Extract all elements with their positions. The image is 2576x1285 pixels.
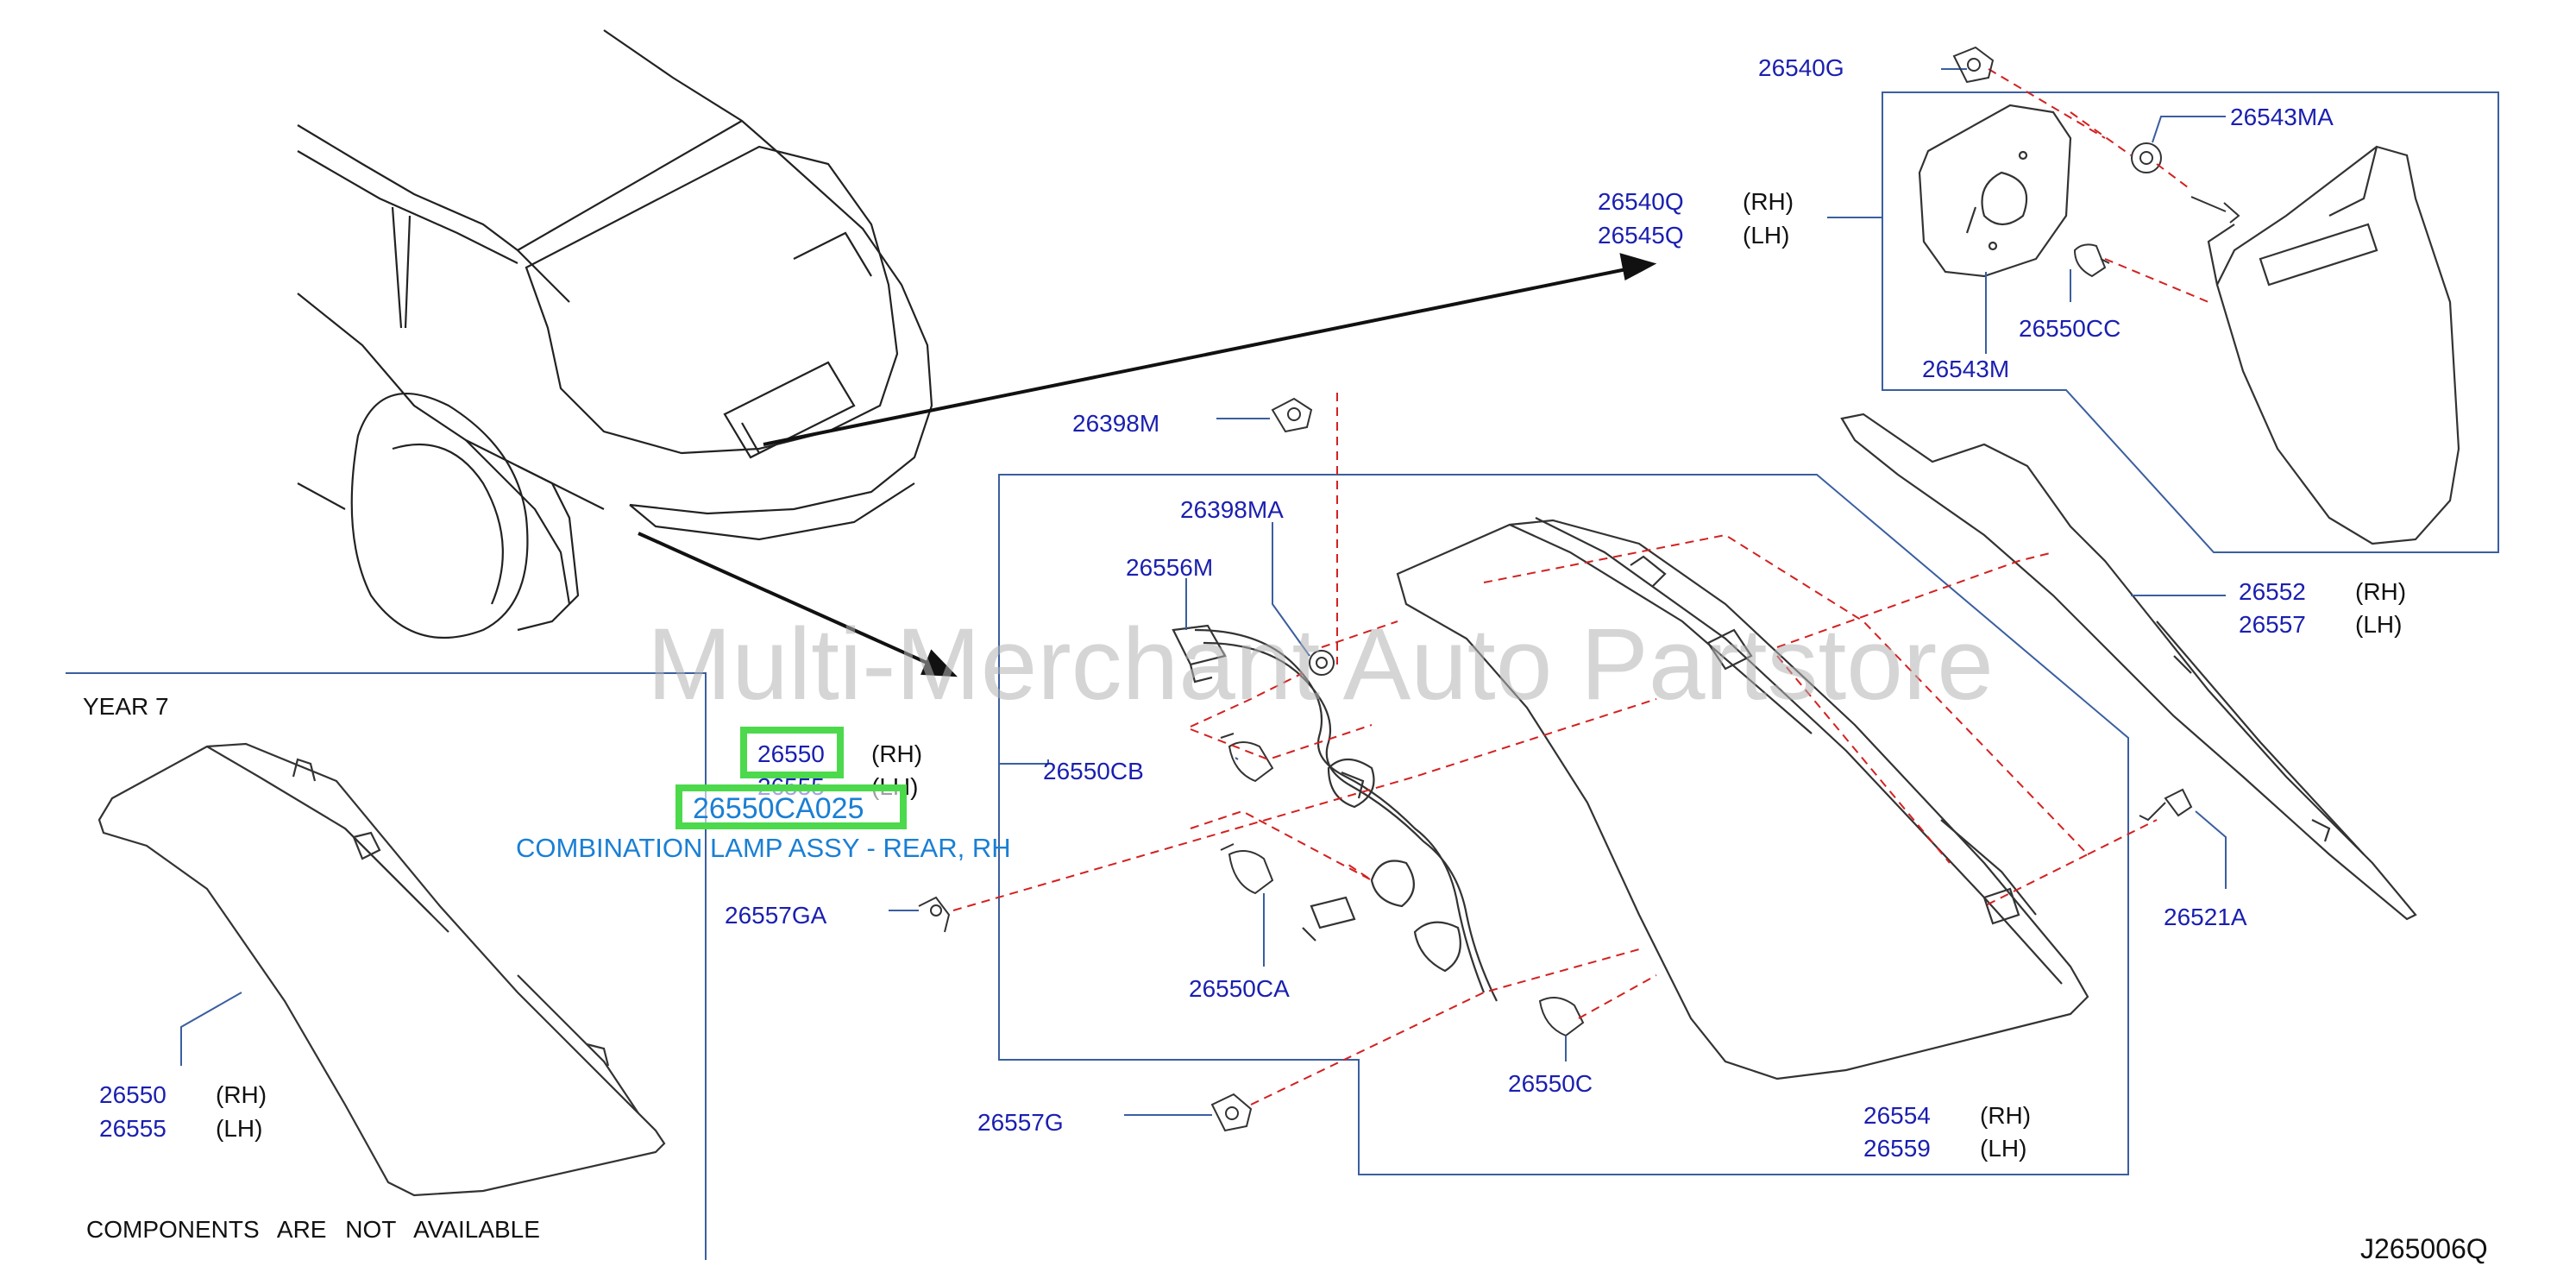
part-label-26540q[interactable]: 26540Q xyxy=(1598,188,1684,215)
part-label-26554[interactable]: 26554 xyxy=(1863,1102,1931,1129)
part-label-26550c[interactable]: 26550C xyxy=(1508,1070,1593,1097)
inset-detail-box xyxy=(1827,46,2499,553)
lh-label: (LH) xyxy=(2355,611,2402,638)
part-label-26521a[interactable]: 26521A xyxy=(2164,904,2247,930)
part-labels: 26540G 26543MA 26540Q (RH) 26545Q (LH) 2… xyxy=(725,54,2406,1162)
part-label-26398ma[interactable]: 26398MA xyxy=(1180,496,1284,523)
main-exploded-view xyxy=(889,393,2417,1175)
lh-label: (LH) xyxy=(216,1115,262,1142)
part-label-26552[interactable]: 26552 xyxy=(2239,578,2306,605)
part-label-26556m[interactable]: 26556M xyxy=(1126,554,1213,581)
components-note: COMPONENTS ARE NOT AVAILABLE xyxy=(86,1216,540,1243)
part-label-26540g[interactable]: 26540G xyxy=(1758,54,1844,81)
part-label-26557g[interactable]: 26557G xyxy=(977,1109,1064,1136)
part-number[interactable]: 26550CA025 xyxy=(693,792,864,825)
part-label-26550-left[interactable]: 26550 xyxy=(99,1081,166,1108)
part-number-highlight-box xyxy=(675,784,907,829)
diagram-code: J265006Q xyxy=(2360,1233,2488,1264)
part-label-26550cc[interactable]: 26550CC xyxy=(2019,315,2120,342)
rh-label: (RH) xyxy=(216,1081,267,1108)
part-label-26557[interactable]: 26557 xyxy=(2239,611,2306,638)
part-label-26543m[interactable]: 26543M xyxy=(1922,356,2009,382)
part-label-26545q[interactable]: 26545Q xyxy=(1598,222,1684,249)
watermark: Multi-Merchant Auto Partstore xyxy=(647,608,1994,721)
highlighted-part: 26550 (RH) 26555 (LH) 26550CA025 COMBINA… xyxy=(516,727,1011,863)
lh-label: (LH) xyxy=(1980,1135,2026,1162)
part-label-26550-main[interactable]: 26550 xyxy=(757,740,825,767)
year-7-panel: YEAR 7 26550 (RH) 26555 (LH) COMPONENTS … xyxy=(66,672,707,1260)
part-label-26559[interactable]: 26559 xyxy=(1863,1135,1931,1162)
year-note: YEAR 7 xyxy=(83,693,169,720)
part-description: COMBINATION LAMP ASSY - REAR, RH xyxy=(516,833,1011,863)
part-highlight-box xyxy=(740,727,844,778)
part-label-26398m[interactable]: 26398M xyxy=(1072,410,1159,437)
rh-label: (RH) xyxy=(2355,578,2406,605)
part-label-26550ca[interactable]: 26550CA xyxy=(1189,975,1290,1002)
part-label-26555-left[interactable]: 26555 xyxy=(99,1115,166,1142)
vehicle-illustration xyxy=(297,29,933,639)
part-label-26557ga[interactable]: 26557GA xyxy=(725,902,827,929)
rh-label: (RH) xyxy=(1980,1102,2031,1129)
part-label-26543ma[interactable]: 26543MA xyxy=(2230,104,2334,130)
part-label-26550cb[interactable]: 26550CB xyxy=(1043,758,1144,784)
rh-label: (RH) xyxy=(871,740,922,767)
rh-label: (RH) xyxy=(1743,188,1794,215)
lh-label: (LH) xyxy=(1743,222,1789,249)
pointer-arrows xyxy=(638,253,1657,677)
